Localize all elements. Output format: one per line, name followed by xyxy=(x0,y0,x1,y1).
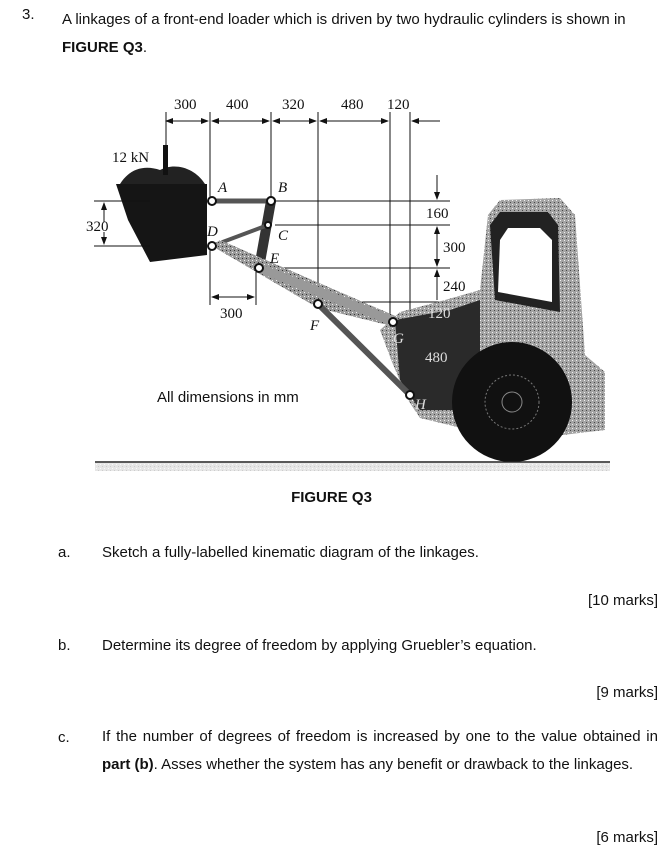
part-c-letter: c. xyxy=(58,729,70,746)
joint-label-h: H xyxy=(414,397,427,413)
part-c-text-start: If the number of degrees of freedom is i… xyxy=(102,728,658,745)
part-c-text: If the number of degrees of freedom is i… xyxy=(102,723,658,779)
wheel xyxy=(452,342,572,462)
part-c-marks: [6 marks] xyxy=(596,829,658,846)
part-a-marks: [10 marks] xyxy=(587,592,658,609)
dim-label: 480 xyxy=(425,350,448,366)
dim-label: 160 xyxy=(426,206,449,222)
part-a-letter: a. xyxy=(58,544,71,561)
question-intro-end: . xyxy=(142,39,148,56)
joint-label-f: F xyxy=(309,318,320,334)
dim-label: 300 xyxy=(174,97,197,113)
part-c-text-end: . Asses whether the system has any benef… xyxy=(153,756,634,773)
question-intro-text: A linkages of a front-end loader which i… xyxy=(62,11,626,28)
dim-label: 320 xyxy=(282,97,305,113)
dim-label: 400 xyxy=(226,97,249,113)
part-b-text: Determine its degree of freedom by apply… xyxy=(102,637,537,654)
dim-label: 300 xyxy=(443,240,466,256)
dim-label: 120 xyxy=(387,97,410,113)
joint-label-e: E xyxy=(269,251,279,267)
joint-label-d: D xyxy=(206,224,218,240)
question-intro: A linkages of a front-end loader which i… xyxy=(62,6,652,62)
part-b-marks: [9 marks] xyxy=(596,684,658,701)
tractor-body xyxy=(380,198,605,462)
figure-q3-diagram: 300 400 320 480 120 12 kN xyxy=(86,97,610,471)
dimension-labels-top: 300 400 320 480 120 xyxy=(174,97,410,113)
dimension-note: All dimensions in mm xyxy=(157,389,299,406)
dim-label: 300 xyxy=(220,306,243,322)
part-b-letter: b. xyxy=(58,637,71,654)
bucket xyxy=(116,145,207,262)
question-number: 3. xyxy=(22,6,35,23)
joint-label-g: G xyxy=(393,331,404,347)
part-a-text: Sketch a fully-labelled kinematic diagra… xyxy=(102,544,479,561)
dim-label: 120 xyxy=(428,306,451,322)
figure-reference: FIGURE Q3 xyxy=(62,39,143,56)
part-b-reference: part (b) xyxy=(102,756,154,773)
dim-label: 320 xyxy=(86,219,109,235)
linkages xyxy=(207,196,415,400)
joint-label-b: B xyxy=(278,180,287,196)
figure-caption: FIGURE Q3 xyxy=(291,489,372,506)
dim-label: 240 xyxy=(443,279,466,295)
joint-label-a: A xyxy=(217,180,228,196)
joint-label-c: C xyxy=(278,228,289,244)
load-label: 12 kN xyxy=(112,150,149,166)
dim-label: 480 xyxy=(341,97,364,113)
load-arrow xyxy=(163,145,168,175)
